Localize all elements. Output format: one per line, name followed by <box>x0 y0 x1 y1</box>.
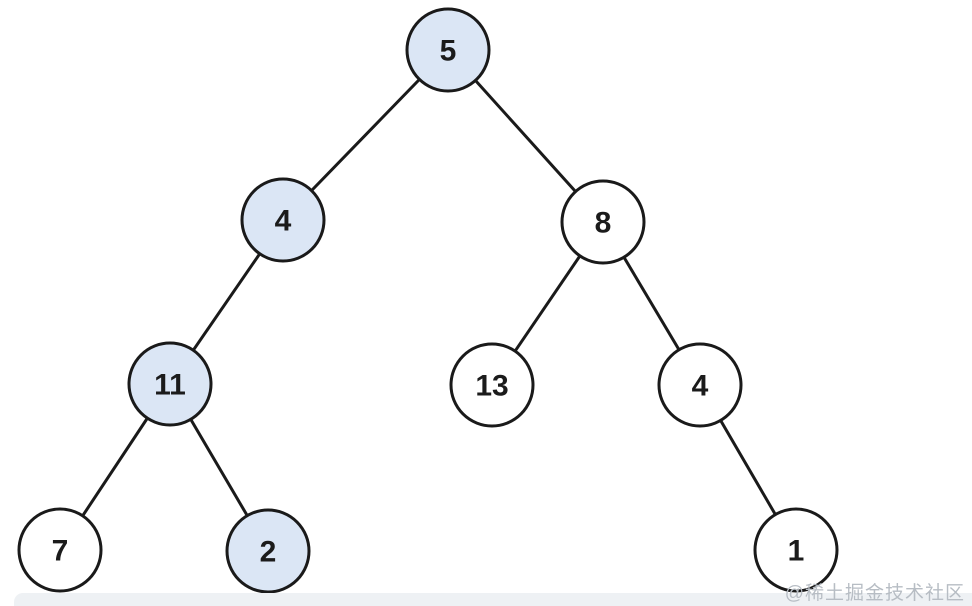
tree-node-n2: 2 <box>225 508 311 594</box>
tree-node-n4R: 4 <box>657 342 743 428</box>
tree-node-circle <box>127 341 213 427</box>
tree-node-circle <box>560 179 646 265</box>
tree-node-label: 13 <box>475 370 508 403</box>
tree-node-circle <box>449 342 535 428</box>
tree-node-label: 2 <box>260 536 277 569</box>
tree-node-label: 4 <box>692 370 709 403</box>
tree-node-n4L: 4 <box>240 177 326 263</box>
tree-node-n1: 1 <box>753 507 839 593</box>
watermark-juejin: @稀土掘金技术社区 <box>784 583 965 604</box>
tree-node-n7: 7 <box>17 507 103 593</box>
tree-node-label: 11 <box>154 369 186 402</box>
tree-node-label: 7 <box>52 535 69 568</box>
tree-node-circle <box>225 508 311 594</box>
tree-node-label: 4 <box>275 205 292 238</box>
tree-node-label: 1 <box>788 535 805 568</box>
tree-node-label: 5 <box>440 35 457 68</box>
tree-node-n8: 8 <box>560 179 646 265</box>
tree-node-label: 8 <box>595 207 612 240</box>
footer-strip <box>14 593 972 606</box>
tree-node-n5: 5 <box>405 7 491 93</box>
tree-node-circle <box>240 177 326 263</box>
tree-node-n13: 13 <box>449 342 535 428</box>
tree-node-circle <box>657 342 743 428</box>
tree-node-n11: 11 <box>127 341 213 427</box>
tree-node-circle <box>753 507 839 593</box>
tree-node-circle <box>17 507 103 593</box>
tree-node-circle <box>405 7 491 93</box>
